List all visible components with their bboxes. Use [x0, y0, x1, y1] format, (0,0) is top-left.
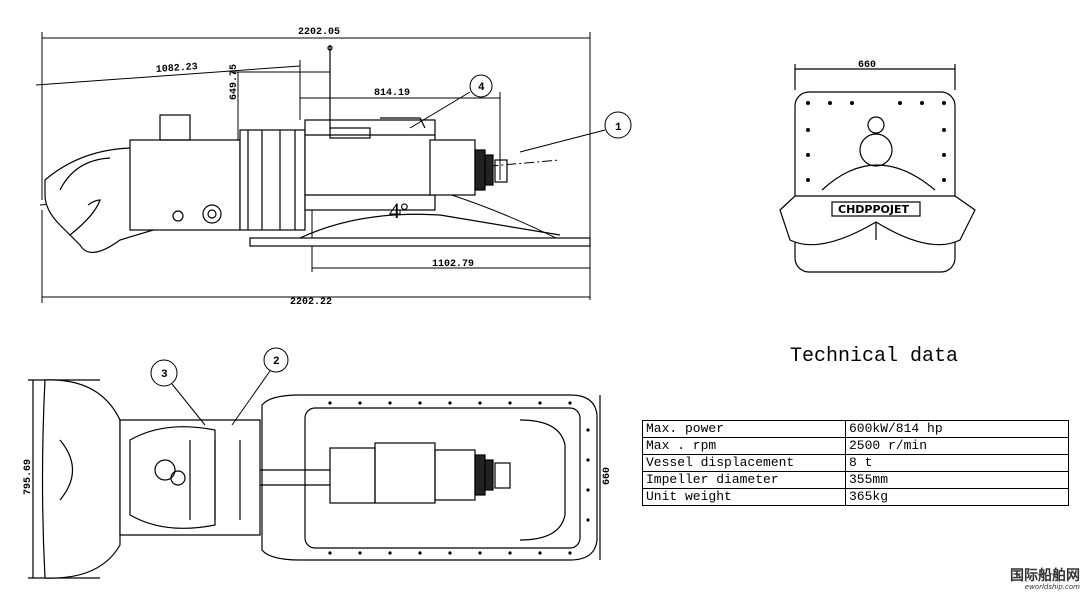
row-label: Vessel displacement — [642, 454, 846, 472]
dim-top-left-height: 795.69 — [23, 459, 34, 495]
svg-text:4: 4 — [478, 82, 485, 94]
watermark-en: eworldship.com — [1024, 583, 1080, 591]
svg-text:1: 1 — [615, 122, 622, 134]
row-value: 600kW/814 hp — [845, 420, 1069, 438]
dim-nozzle-length: 1082.23 — [156, 62, 199, 76]
top-view-drawing — [28, 379, 601, 579]
row-label: Max . rpm — [642, 437, 846, 455]
top-view-bolts — [328, 401, 590, 555]
dim-front-width: 660 — [858, 60, 876, 71]
callout-2: 2 — [231, 347, 289, 426]
svg-text:2: 2 — [273, 356, 280, 368]
row-value: 2500 r/min — [845, 437, 1069, 455]
front-view-drawing — [779, 64, 976, 273]
row-label: Impeller diameter — [642, 471, 846, 489]
jet-unit-side — [44, 45, 591, 253]
row-label: Unit weight — [642, 488, 846, 506]
table-row: Vessel displacement 8 t — [642, 454, 1069, 472]
table-row: Max . rpm 2500 r/min — [642, 437, 1069, 455]
dim-shaft-length: 814.19 — [374, 88, 410, 99]
watermark: 国际船舶网 eworldship.com — [1010, 569, 1080, 591]
table-row: Unit weight 365kg — [642, 488, 1069, 506]
callout-3: 3 — [150, 359, 206, 426]
dim-base-length: 1102.79 — [432, 259, 474, 270]
row-value: 355mm — [845, 471, 1069, 489]
row-label: Max. power — [642, 420, 846, 438]
dim-top-right-height: 660 — [602, 467, 613, 485]
callout-4: 4 — [409, 74, 493, 129]
table-row: Impeller diameter 355mm — [642, 471, 1069, 489]
technical-data-table: Max. power 600kW/814 hp Max . rpm 2500 r… — [642, 420, 1069, 506]
dim-overall-bottom: 2202.22 — [290, 297, 332, 308]
angle-label: 4° — [389, 198, 409, 223]
callout-1: 1 — [519, 111, 632, 153]
table-row: Max. power 600kW/814 hp — [642, 420, 1069, 438]
row-value: 8 t — [845, 454, 1069, 472]
front-view-bolts — [806, 101, 946, 182]
technical-data-title: Technical data — [790, 345, 959, 368]
row-value: 365kg — [845, 488, 1069, 506]
brand-logo: CHDPPOJET — [838, 203, 909, 216]
dim-overall-top: 2202.05 — [298, 27, 340, 38]
watermark-cn: 国际船舶网 — [1010, 568, 1080, 584]
dim-height: 649.75 — [229, 64, 240, 100]
svg-text:3: 3 — [161, 369, 168, 381]
